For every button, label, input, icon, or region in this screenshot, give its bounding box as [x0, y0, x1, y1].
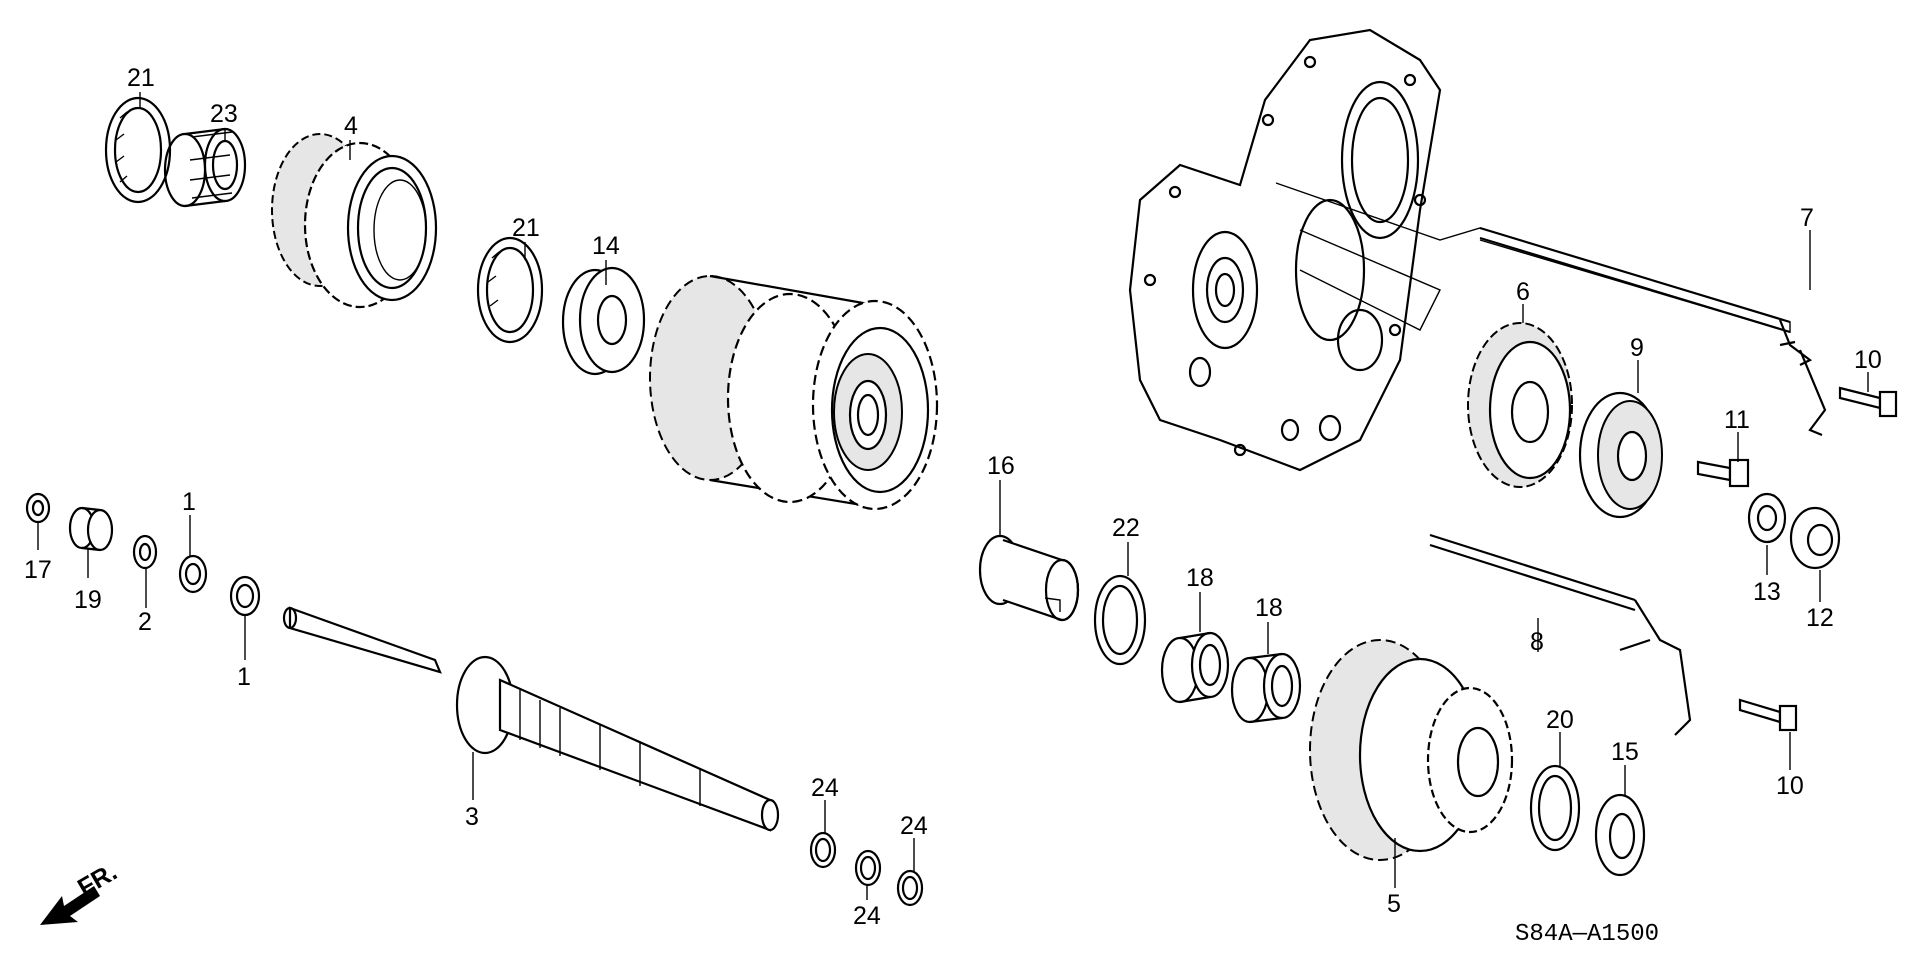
gear-4 [271, 133, 438, 309]
o-ring-24c [896, 869, 924, 907]
callout-label: 22 [1112, 514, 1140, 542]
bearing-ring-21b [476, 236, 544, 344]
callout-label: 2 [138, 608, 152, 636]
gear-6 [1467, 322, 1573, 488]
callout-label: 4 [344, 112, 358, 140]
callout-label: 10 [1776, 772, 1804, 800]
pipe-8 [1429, 533, 1692, 736]
callout-label: 24 [811, 774, 839, 802]
diagram-code: S84A—A1500 [1515, 921, 1659, 948]
seal-1b [229, 575, 261, 617]
needle-bearing-23 [163, 127, 247, 208]
seal-1a [178, 554, 208, 594]
nut-12 [1789, 506, 1841, 570]
callout-label: 20 [1546, 706, 1574, 734]
bolt-11 [1696, 458, 1750, 488]
callout-label: 7 [1800, 204, 1814, 232]
callout-label: 1 [237, 663, 251, 691]
callout-label: 24 [853, 902, 881, 930]
washer-15 [1594, 793, 1646, 877]
bearing-22 [1093, 574, 1147, 666]
callout-label: 23 [210, 100, 238, 128]
o-ring-24b [854, 849, 882, 887]
callout-label: 18 [1186, 564, 1214, 592]
o-ring-24a [809, 831, 837, 869]
callout-label: 9 [1630, 334, 1644, 362]
leader-lines [37, 92, 1869, 900]
callout-label: 21 [127, 64, 155, 92]
pipe-7 [1275, 182, 1827, 437]
bolt-10-lower [1738, 698, 1798, 732]
thrust-washer-14 [561, 266, 646, 376]
callout-labels: 21 23 4 21 14 16 22 18 18 17 19 2 1 1 3 … [24, 64, 1882, 930]
nut-17 [25, 492, 51, 524]
needle-bearing-18b [1230, 652, 1302, 724]
callout-label: 19 [74, 586, 102, 614]
washer-13 [1747, 492, 1787, 544]
callout-label: 10 [1854, 346, 1882, 374]
bearing-20 [1529, 764, 1581, 852]
bearing-19 [68, 506, 114, 552]
washer-2 [132, 534, 158, 570]
callout-label: 14 [592, 232, 620, 260]
bearing-ring-21 [104, 96, 172, 204]
sleeve-16 [978, 534, 1080, 622]
callout-label: 21 [512, 214, 540, 242]
bolt-10-upper [1838, 386, 1898, 418]
mainshaft-3 [282, 606, 780, 832]
callout-label: 15 [1611, 738, 1639, 766]
clutch-assembly [649, 274, 939, 511]
callout-label: 18 [1255, 594, 1283, 622]
callout-label: 13 [1753, 578, 1781, 606]
transmission-case [1128, 28, 1442, 472]
callout-label: 5 [1387, 890, 1401, 918]
front-direction-arrow [40, 886, 100, 925]
callout-label: 11 [1724, 406, 1750, 434]
callout-label: 12 [1806, 604, 1834, 632]
callout-label: 3 [465, 803, 479, 831]
needle-bearing-18a [1160, 631, 1230, 704]
gear-5 [1309, 639, 1514, 861]
callout-label: 6 [1516, 278, 1530, 306]
callout-label: 8 [1530, 628, 1544, 656]
callout-label: 16 [987, 452, 1015, 480]
callout-label: 24 [900, 812, 928, 840]
callout-label: 1 [182, 488, 196, 516]
callout-label: 17 [24, 556, 52, 584]
flange-9 [1578, 391, 1663, 519]
